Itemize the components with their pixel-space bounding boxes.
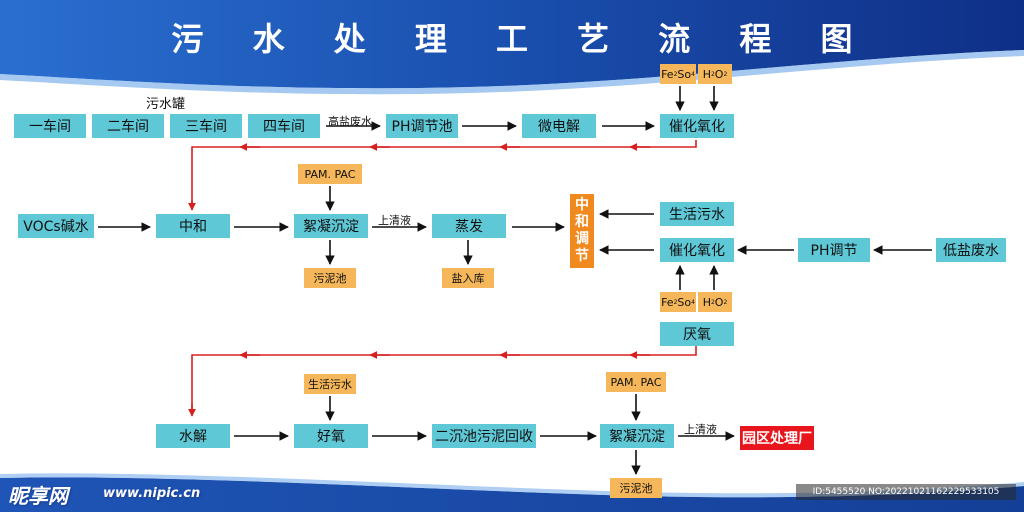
ph-adjust: PH调节 bbox=[798, 238, 870, 262]
footer-accent bbox=[0, 473, 1024, 498]
sludge-pool-1: 污泥池 bbox=[304, 268, 356, 288]
supernatant-label-2: 上清液 bbox=[684, 423, 717, 436]
reagent-pam-pac-2: PAM. PAC bbox=[606, 372, 666, 392]
page-title: 污 水 处 理 工 艺 流 程 图 bbox=[171, 20, 872, 58]
supernatant-label-1: 上清液 bbox=[378, 214, 411, 227]
workshop-2: 二车间 bbox=[92, 114, 164, 138]
salt-storage: 盐入库 bbox=[442, 268, 494, 288]
aerobic: 好氧 bbox=[294, 424, 368, 448]
anaerobic: 厌氧 bbox=[660, 322, 734, 346]
sludge-pool-2: 污泥池 bbox=[610, 478, 662, 498]
tank-label: 污水罐 bbox=[146, 97, 186, 112]
footer-band bbox=[0, 477, 1024, 512]
watermark-url: www.nipic.cn bbox=[103, 486, 201, 501]
park-treatment-plant: 园区处理厂 bbox=[740, 426, 814, 450]
neutralize: 中和 bbox=[156, 214, 230, 238]
domestic-sewage-1: 生活污水 bbox=[660, 202, 734, 226]
domestic-sewage-reagent: 生活污水 bbox=[304, 374, 356, 394]
workshop-3: 三车间 bbox=[170, 114, 242, 138]
micro-electrolysis: 微电解 bbox=[522, 114, 596, 138]
reagent-pam-pac-1: PAM. PAC bbox=[298, 164, 362, 184]
ph-adjust-pool: PH调节池 bbox=[386, 114, 458, 138]
neutralize-adjust-box: 中和调节 bbox=[570, 194, 594, 268]
high-salt-label: 高盐废水 bbox=[328, 115, 372, 128]
evaporation: 蒸发 bbox=[432, 214, 506, 238]
workshop-4: 四车间 bbox=[248, 114, 320, 138]
hydrolysis: 水解 bbox=[156, 424, 230, 448]
catalytic-oxidation-2: 催化氧化 bbox=[660, 238, 734, 262]
secondary-settling-sludge-recovery: 二沉池污泥回收 bbox=[432, 424, 536, 448]
watermark-logo: 昵享网 bbox=[8, 484, 68, 508]
catalytic-oxidation-1: 催化氧化 bbox=[660, 114, 734, 138]
low-salt-wastewater: 低盐废水 bbox=[936, 238, 1006, 262]
flocculation-settling-2: 絮凝沉淀 bbox=[600, 424, 674, 448]
header-band bbox=[0, 0, 1024, 89]
watermark-id: ID:5455520 NO:20221021162229533105 bbox=[796, 484, 1016, 500]
workshop-1: 一车间 bbox=[14, 114, 86, 138]
vocs-alkaline-water: VOCs碱水 bbox=[18, 214, 94, 238]
flocculation-settling-1: 絮凝沉淀 bbox=[294, 214, 368, 238]
